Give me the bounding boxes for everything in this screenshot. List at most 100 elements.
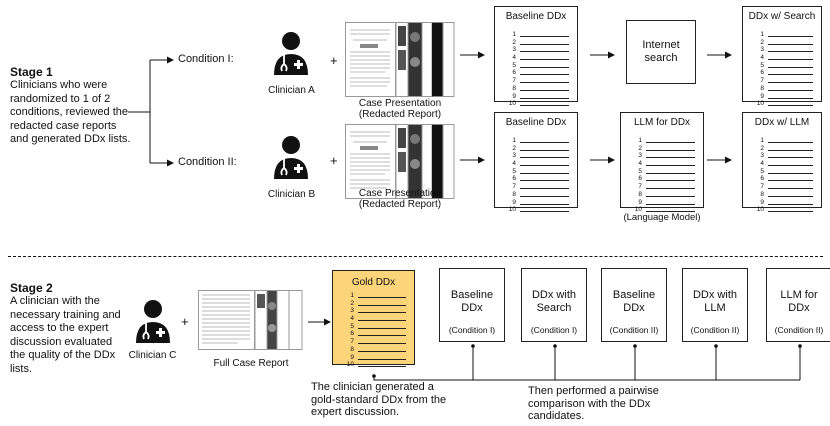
ddx-list-number: 7 [512,77,516,85]
plus-sign: + [330,53,338,68]
ddx-list-line [358,304,406,306]
case-presentation-label: Case Presentation [358,188,442,199]
ddx-list-row: 10 [753,100,813,109]
candidate-label: DDx with Search [531,289,576,314]
doctor-icon [274,32,308,75]
clinician-c-label: Clinician C [128,350,177,361]
ddx-list-number: 1 [512,137,516,144]
bracket-dot [633,344,637,348]
ddx-list-number: 5 [638,167,642,175]
ddx-list-line [520,89,569,91]
ddx-list-line [646,195,695,197]
ddx-list-number: 1 [638,137,642,144]
ddx-list-row: 4 [343,315,406,324]
ddx-list-row: 6 [505,69,569,78]
ddx-list-row: 5 [753,62,813,71]
ddx-list-number: 6 [350,330,354,338]
ddx-list-row: 5 [343,323,406,332]
ddx-list-number: 10 [508,206,516,214]
case-report-thumbnail [345,124,455,199]
ddx-list-row: 8 [631,190,695,200]
ddx-list-row: 1 [753,137,813,146]
ddx-list-row: 3 [505,46,569,55]
candidate-label: Baseline DDx [612,289,656,314]
plus-sign: + [330,153,338,168]
ddx-list-line [646,180,695,182]
ddx-list-number: 2 [512,144,516,152]
ddx-list-number: 7 [638,183,642,191]
ddx-list-line [768,74,813,76]
ddx-list-row: 2 [631,145,695,154]
clinician-a-label: Clinician A [268,85,315,96]
ddx-list-number: 7 [760,183,764,191]
ddx-list-row: 5 [505,168,569,177]
ddx-list-number: 6 [760,175,764,183]
plus-sign: + [181,314,189,329]
ddx-list-row: 1 [505,31,569,40]
candidate-condition: (Condition II) [774,325,824,335]
ddx-list-row: 6 [631,175,695,184]
ddx-list-number: 10 [756,100,764,108]
redacted-report-label: (Redacted Report) [358,199,442,210]
case-presentation-label: Case Presentation [358,98,442,109]
ddx-list-number: 5 [760,167,764,175]
ddx-list-row: 2 [343,300,406,309]
internet-search-label: Internet search [642,39,680,64]
candidate-condition: (Condition I) [448,325,496,335]
ddx-list-row: 4 [753,160,813,169]
comparison-bracket [373,347,801,381]
ddx-list-line [768,203,813,205]
ddx-list-line [646,211,695,213]
full-case-report-thumbnail [198,290,303,350]
ddx-list-row: 3 [631,152,695,161]
ddx-list-number: 10 [508,100,516,108]
ddx-list-number: 3 [512,152,516,160]
ddx-list-row: 10 [753,206,813,215]
ddx-list-number: 3 [760,152,764,160]
ddx-list-number: 4 [760,160,764,168]
ddx-list-number: 1 [350,292,354,299]
ddx-list-row: 3 [343,307,406,316]
ddx-list-number: 3 [512,46,516,54]
ddx-list-number: 3 [638,152,642,160]
ddx-list-number: 8 [760,190,764,198]
ddx-list-row: 1 [343,292,406,301]
ddx-list-row: 1 [753,31,813,40]
ddx-list-row: 10 [505,206,569,215]
ddx-list-line [520,172,569,174]
ddx-list-line [520,51,569,53]
ddx-list-row: 3 [505,152,569,161]
ddx-list-line [768,211,813,213]
stage2-description: A clinician with the necessary training … [10,295,121,375]
ddx-list-number: 9 [638,198,642,206]
ddx-list-number: 8 [512,190,516,198]
ddx-list-number: 3 [350,307,354,315]
ddx-list-line [520,74,569,76]
ddx-list-row: 6 [753,69,813,78]
ddx-list-row: 7 [753,77,813,86]
ddx-list-line [768,149,813,151]
bracket-dot [714,344,718,348]
candidate-label: DDx with LLM [692,289,737,314]
bracket-dot [553,344,557,348]
ddx-list-number: 6 [638,175,642,183]
ddx-list-number: 8 [638,190,642,198]
ddx-list-line [646,188,695,190]
candidate-label: Baseline DDx [450,289,494,314]
ddx-list-number: 1 [760,31,764,38]
ddx-list-title: Gold DDx [351,277,396,288]
stage1-title: Stage 1 [10,65,53,79]
ddx-list-line [520,165,569,167]
ddx-candidate-box: Baseline DDx (Condition I) [439,268,505,342]
ddx-list-title: DDx w/ LLM [754,117,810,128]
ddx-list-line [520,59,569,61]
ddx-list-row: 7 [505,77,569,86]
ddx-list-number: 9 [760,92,764,100]
ddx-list-line [520,105,569,107]
ddx-list-number: 6 [760,69,764,77]
ddx-list-number: 1 [512,31,516,38]
ddx-list-row: 8 [505,190,569,200]
ddx-candidate-box: DDx with LLM(Condition II) [682,268,748,342]
